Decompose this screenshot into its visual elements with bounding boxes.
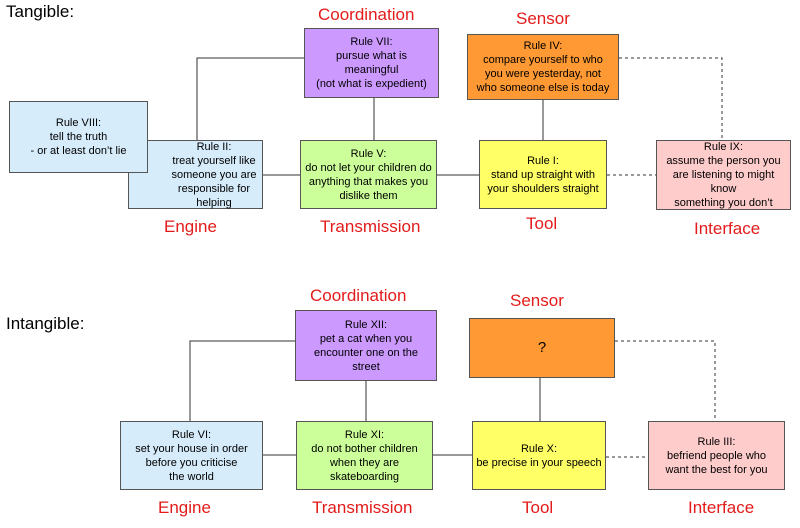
link-rule6-rule12 [189, 340, 295, 421]
role-coordination-intangible: Coordination [310, 286, 407, 305]
box-rule-6-number: Rule VI: [171, 428, 212, 441]
intangible-title: Intangible: [6, 314, 85, 333]
box-rule-1: Rule I: stand up straight with your shou… [479, 140, 607, 209]
link-rule2-rule7 [196, 57, 304, 170]
role-engine-intangible: Engine [158, 498, 211, 517]
box-rule-9-text: assume the person you are listening to m… [666, 155, 781, 209]
box-rule-2: Rule II: treat yourself like someone you… [128, 140, 263, 209]
box-rule-5: Rule V: do not let your children do anyt… [300, 140, 437, 209]
role-interface-tangible: Interface [694, 219, 761, 238]
role-tool-intangible: Tool [522, 498, 554, 517]
box-rule-12-number: Rule XII: [344, 318, 388, 331]
box-rule-9: Rule IX: assume the person you are liste… [656, 140, 791, 210]
box-rule-1-text: stand up straight with your shoulders st… [487, 168, 599, 195]
link-sensor-rule3-dashed [615, 340, 716, 421]
box-sensor-unknown: ? [469, 318, 615, 378]
box-rule-8: Rule VIII: tell the truth - or at least … [9, 101, 148, 173]
box-rule-10: Rule X: be precise in your speech [472, 421, 606, 490]
box-rule-6: Rule VI: set your house in order before … [120, 421, 263, 490]
role-coordination-tangible: Coordination [318, 5, 415, 24]
role-transmission-tangible: Transmission [320, 217, 421, 236]
role-tool-tangible: Tool [526, 214, 558, 233]
box-rule-10-number: Rule X: [520, 442, 558, 455]
box-rule-5-number: Rule V: [350, 147, 387, 160]
role-sensor-intangible: Sensor [510, 291, 564, 310]
box-rule-3: Rule III: befriend people who want the b… [648, 421, 785, 490]
box-rule-8-text: tell the truth - or at least don’t lie [30, 131, 127, 157]
box-rule-12: Rule XII: pet a cat when you encounter o… [295, 310, 437, 381]
box-rule-11: Rule XI: do not bother children when the… [296, 421, 433, 490]
box-rule-2-text: treat yourself like someone you are resp… [171, 154, 257, 209]
box-rule-8-number: Rule VIII: [55, 117, 102, 129]
box-rule-7-text: pursue what is meaningful (not what is e… [316, 50, 427, 90]
box-rule-4: Rule IV: compare yourself to who you wer… [467, 34, 619, 100]
box-rule-11-number: Rule XI: [344, 428, 385, 441]
role-transmission-intangible: Transmission [312, 498, 413, 517]
box-rule-7-number: Rule VII: [350, 36, 393, 48]
box-rule-11-text: do not bother children when they are ska… [311, 442, 418, 483]
box-rule-12-text: pet a cat when you encounter one on the … [314, 332, 418, 373]
link-rule4-rule9-dashed [619, 57, 723, 140]
box-rule-6-text: set your house in order before you criti… [135, 442, 248, 483]
box-rule-4-text: compare yourself to who you were yesterd… [476, 54, 610, 94]
box-rule-3-text: befriend people who want the best for yo… [665, 449, 768, 476]
box-rule-7: Rule VII: pursue what is meaningful (not… [304, 28, 439, 98]
box-rule-2-number: Rule II: [196, 140, 232, 153]
box-rule-4-number: Rule IV: [523, 40, 563, 52]
box-rule-5-text: do not let your children do anything tha… [305, 161, 432, 202]
role-interface-intangible: Interface [688, 498, 755, 517]
box-rule-1-number: Rule I: [527, 154, 559, 167]
box-rule-9-number: Rule IX: [703, 141, 744, 153]
box-rule-10-text: be precise in your speech [476, 456, 602, 469]
role-sensor-tangible: Sensor [516, 9, 570, 28]
box-sensor-unknown-text: ? [537, 339, 547, 356]
tangible-title: Tangible: [6, 2, 75, 21]
role-engine-tangible: Engine [164, 217, 217, 236]
box-rule-3-number: Rule III: [697, 435, 736, 448]
